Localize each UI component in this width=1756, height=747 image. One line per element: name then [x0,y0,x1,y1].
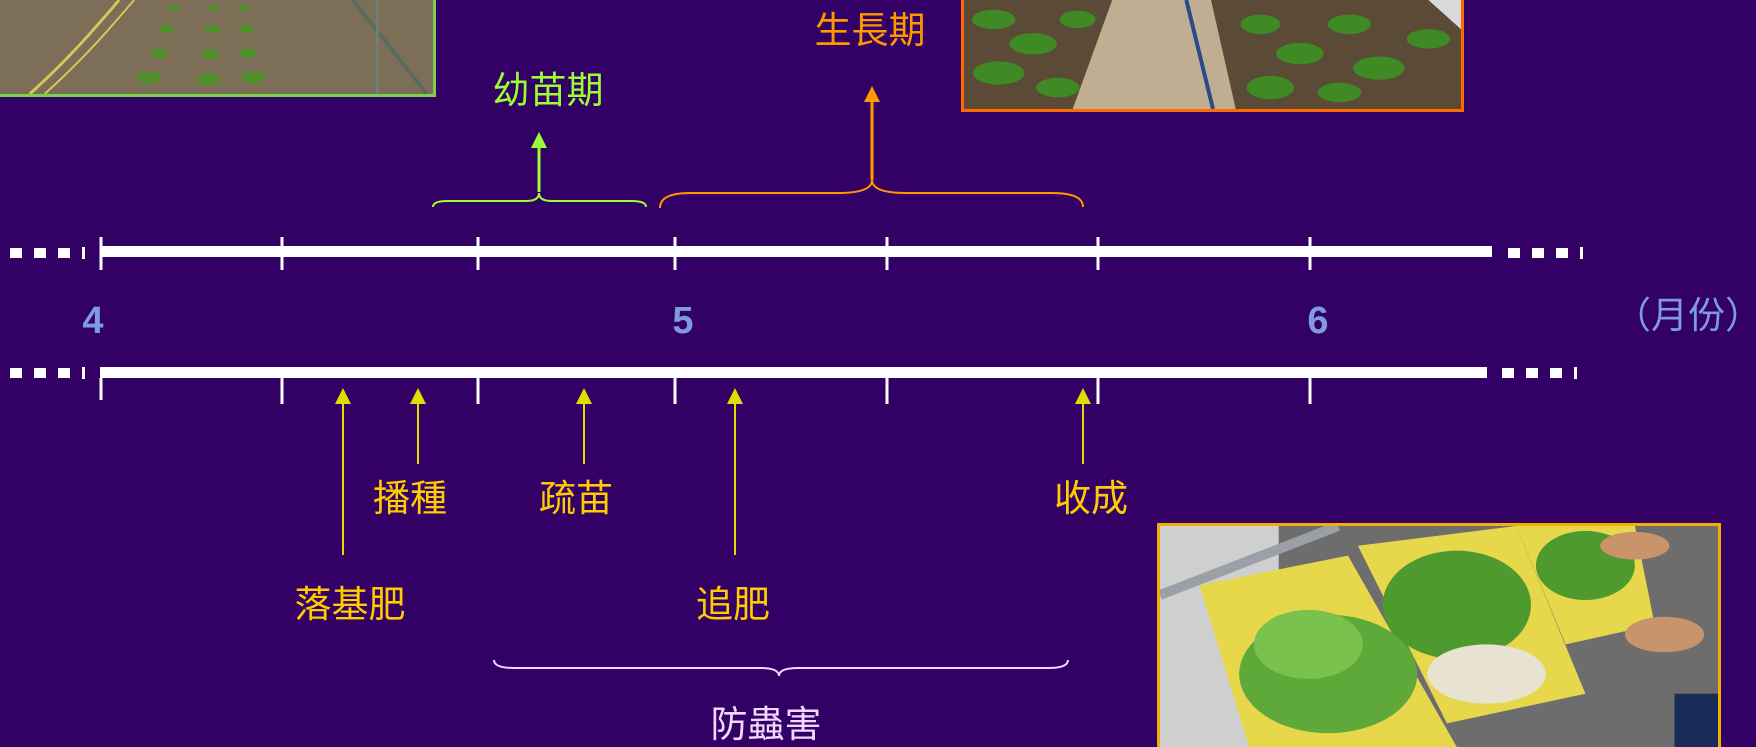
pest-control-brace [493,659,1069,677]
topdressing-arrow [727,388,743,555]
growth-stage-brace [659,179,1084,209]
month-label-june: 6 [1307,300,1329,342]
upper-timeline [10,237,1583,270]
topdressing-label: 追肥 [696,583,770,626]
thinning-arrow [576,388,592,464]
sowing-label: 播種 [373,477,447,520]
basal-fertilizer-label: 落基肥 [294,583,406,626]
harvest-baskets-photo [1157,523,1721,747]
harvest-label: 收成 [1054,477,1128,520]
basal-fertilizer-arrow [335,388,351,555]
harvest-arrow [1075,388,1091,464]
seedling-field-photo [0,0,436,97]
seedling-arrow [531,132,547,192]
lower-timeline [10,367,1577,404]
month-label-april: 4 [82,300,104,342]
growth-stage-label: 生長期 [814,9,926,52]
growth-arrow [864,86,880,180]
sowing-arrow [410,388,426,464]
thinning-label: 疏苗 [539,477,613,520]
seedling-stage-label: 幼苗期 [492,69,604,112]
seedling-stage-brace [432,192,647,208]
growing-field-photo [961,0,1464,112]
pest-control-label: 防蟲害 [710,703,822,746]
month-unit-label: （月份） [1614,294,1756,337]
month-label-may: 5 [672,300,694,342]
